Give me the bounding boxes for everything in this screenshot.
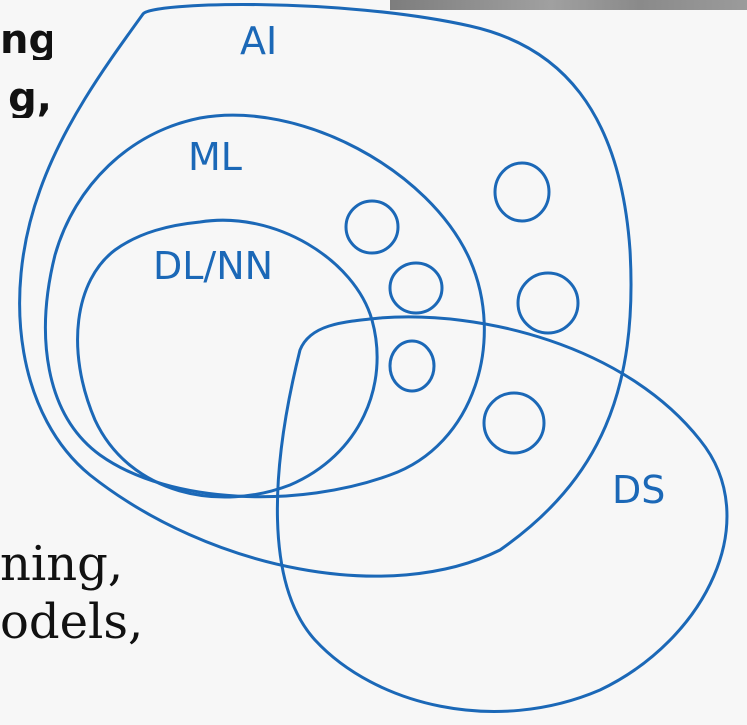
ai-subfield-circle-4 <box>516 271 580 335</box>
ml-circle <box>43 113 486 499</box>
diagram-labels: AI ML DL/NN DS <box>153 19 665 512</box>
ai-subfield-circle-5 <box>388 339 436 393</box>
top-text-fragment-2: g, <box>8 78 52 118</box>
video-subtitle-bar <box>390 0 747 10</box>
top-text-fragment-1: ng <box>0 20 52 60</box>
bottom-text-fragment-1: ning, <box>0 536 124 592</box>
ml-label: ML <box>188 135 242 179</box>
ai-subfield-circle-3 <box>388 261 444 315</box>
ai-circle <box>18 3 633 578</box>
ai-subfield-circle-2 <box>344 199 400 255</box>
ds-label: DS <box>612 468 665 512</box>
dl-nn-circle <box>76 218 379 499</box>
ds-circle <box>275 315 729 713</box>
ai-label: AI <box>240 19 277 63</box>
dl-nn-label: DL/NN <box>153 244 273 288</box>
bottom-text-fragment-2: odels, <box>0 594 144 650</box>
ai-subfield-circle-6 <box>482 391 546 455</box>
ai-subfield-circle-1 <box>493 161 551 223</box>
